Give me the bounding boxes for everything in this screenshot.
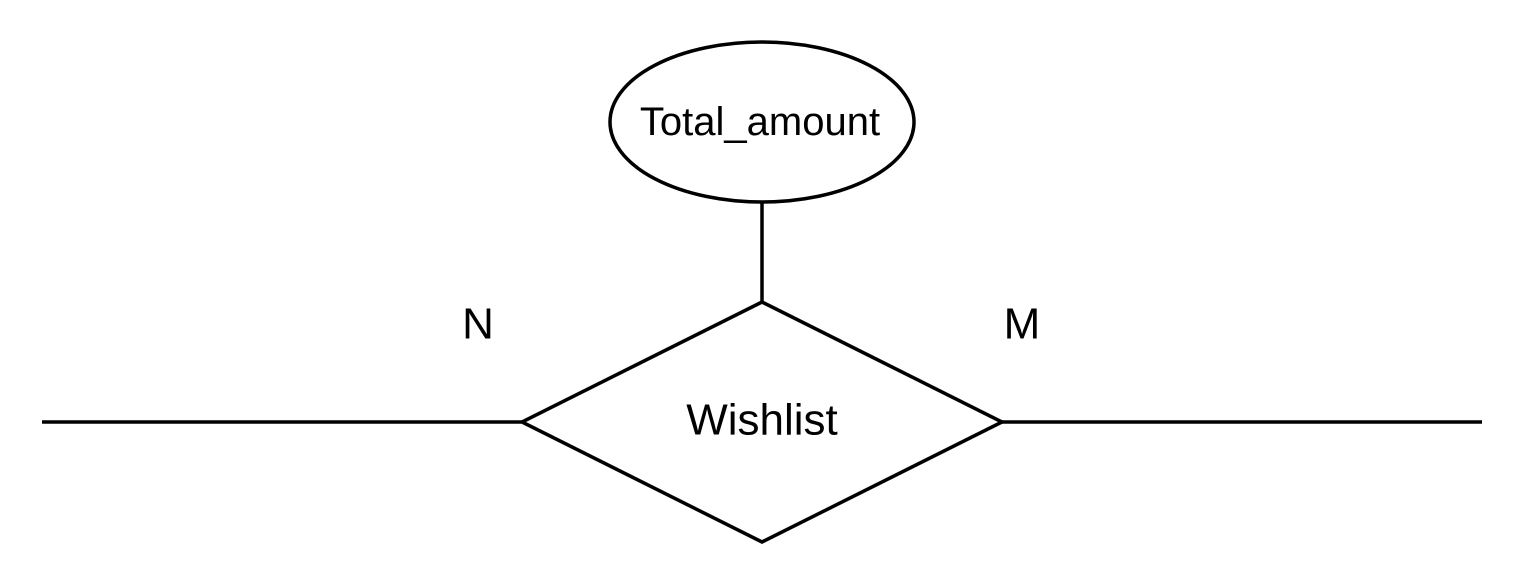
relationship-diamond xyxy=(518,300,1006,544)
attribute-label: Total_amount xyxy=(640,100,880,144)
relationship-wishlist[interactable]: Wishlist xyxy=(518,300,1006,544)
attribute-total-amount[interactable]: Total_amount xyxy=(608,40,916,204)
cardinality-right-label: M xyxy=(1004,300,1041,349)
attribute-ellipse xyxy=(608,40,916,204)
relationship-label: Wishlist xyxy=(686,396,838,445)
cardinality-left-label: N xyxy=(462,300,494,349)
